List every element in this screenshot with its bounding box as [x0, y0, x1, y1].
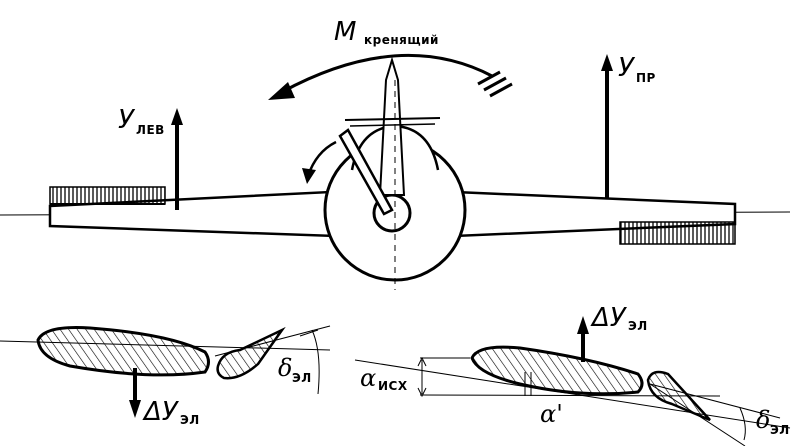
- aileron-angle-right-label-sub: ЭЛ: [770, 423, 790, 437]
- delta-lift-left-label-sub: ЭЛ: [180, 413, 200, 427]
- delta-lift-right-arrow: [577, 316, 589, 362]
- lift-left-arrow: [171, 108, 183, 210]
- delta-lift-left-label: ΔУ: [142, 397, 180, 427]
- aileron-angle-left-label: δ: [278, 354, 292, 382]
- alpha-prime-label: α': [540, 400, 563, 428]
- lift-left-label: У: [118, 105, 136, 135]
- lift-right-label: У: [618, 53, 636, 83]
- propeller-blade: [338, 128, 394, 216]
- rolling-moment-arrow: [268, 53, 513, 100]
- right-aileron: [619, 221, 736, 245]
- right-aileron-section: [646, 370, 711, 422]
- lift-right-label-sub: ПР: [636, 71, 656, 85]
- left-airfoil: [36, 326, 210, 377]
- lift-right-arrow: [601, 54, 613, 198]
- aircraft-front-view: [0, 53, 791, 290]
- tail-fin: [378, 56, 406, 196]
- right-airfoil-section: [354, 316, 791, 446]
- alpha-initial-label-sub: ИСХ: [378, 379, 408, 393]
- delta-lift-left-arrow: [129, 368, 141, 418]
- labels: M кренящий У ЛЕВ У ПР ΔУ ЭЛ ΔУ ЭЛ δ ЭЛ δ…: [118, 17, 790, 437]
- left-aileron-section: [216, 326, 286, 380]
- aileron-angle-right-label: δ: [756, 406, 770, 434]
- left-airfoil-section: [0, 325, 331, 418]
- lift-left-label-sub: ЛЕВ: [136, 123, 165, 137]
- moment-label-sub: кренящий: [364, 33, 439, 47]
- left-aileron: [49, 186, 166, 205]
- aileron-angle-left-label-sub: ЭЛ: [292, 371, 312, 385]
- moment-label: M: [334, 17, 356, 47]
- delta-lift-right-label: ΔУ: [590, 303, 628, 333]
- delta-lift-right-label-sub: ЭЛ: [628, 319, 648, 333]
- alpha-initial-label: α: [360, 364, 376, 392]
- right-airfoil: [470, 345, 644, 396]
